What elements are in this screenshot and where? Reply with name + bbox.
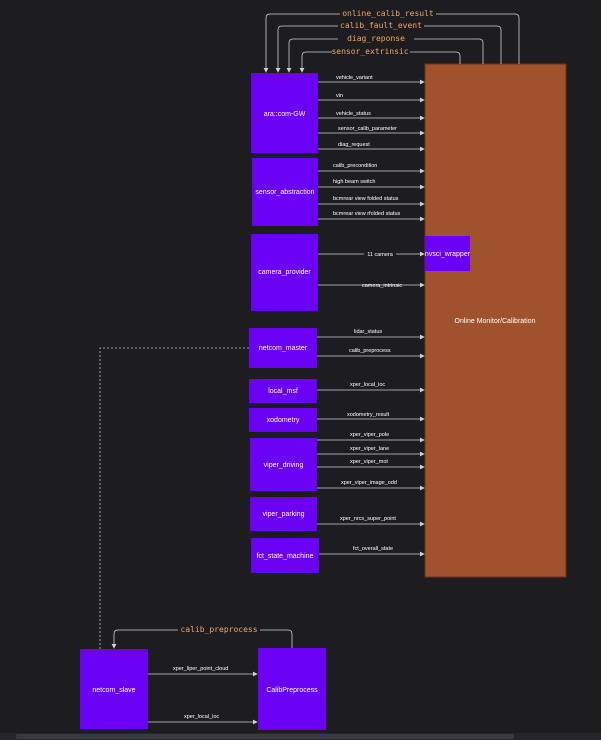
sensor-abstraction-box[interactable]	[252, 158, 318, 226]
netcom-slave-box[interactable]	[80, 649, 148, 729]
sensor-abstraction-label: sensor_abstraction	[255, 189, 314, 196]
label-sensor-extrinsic: sensor_extrinsic	[331, 47, 408, 56]
edge-netcom-master-slave-dashed	[99, 347, 249, 649]
camera-provider-label: camera_provider	[258, 269, 311, 276]
calib-preprocess-box[interactable]	[258, 648, 326, 730]
label-fct-overall-state: fct_overall_state	[353, 546, 393, 552]
label-diag-reponse: diag_reponse	[347, 34, 405, 43]
label-diag-request: diag_request	[338, 142, 370, 148]
label-lidar-status: lidar_status	[354, 329, 382, 335]
scrollbar-thumb[interactable]	[16, 734, 514, 739]
label-bcmrear-view-folded: bcmrear view folded status	[333, 196, 399, 202]
nvsci-wrapper-label: nvsci_wrapper	[425, 251, 471, 258]
feedback-labels: online_calib_result calib_fault_event di…	[331, 9, 436, 57]
label-calib-fault-event: calib_fault_event	[340, 21, 422, 30]
label-calib-preprocess-loop: calib_preprocess	[180, 625, 257, 634]
label-xper-viper-pole: xper_viper_pole	[350, 432, 389, 438]
label-high-beam-switch: high beam switch	[333, 179, 376, 185]
local-msf-box[interactable]	[249, 379, 317, 403]
camera-provider-box[interactable]	[251, 234, 318, 311]
xodometry-box[interactable]	[249, 408, 317, 432]
fct-state-machine-label: fct_state_machine	[257, 553, 314, 560]
label-xper-viper-mot: xper_viper_mot	[350, 459, 388, 465]
viper-driving-label: viper_driving	[264, 462, 304, 469]
label-vin: vin	[336, 93, 343, 99]
netcom-master-label: netcom_master	[259, 345, 308, 352]
xodometry-label: xodometry	[267, 417, 300, 424]
nvsci-wrapper-box[interactable]	[425, 236, 470, 271]
online-monitor-calibration-box[interactable]	[424, 63, 567, 578]
label-xper-viper-image-odd: xper_viper_image_odd	[341, 480, 397, 486]
label-xodometry-result: xodometry_result	[347, 412, 390, 418]
online-monitor-label: Online Monitor/Calibration	[455, 318, 536, 325]
fct-state-machine-box[interactable]	[251, 538, 319, 573]
calib-preprocess-node-label: CalibPreprocess	[266, 687, 318, 694]
label-vehicle-variant: vehicle_variant	[336, 75, 373, 81]
label-xper-local-loc: xper_local_loc	[350, 382, 385, 388]
netcom-slave-label: netcom_slave	[92, 687, 135, 694]
module-boxes: ara::com-GW sensor_abstraction camera_pr…	[80, 73, 326, 730]
viper-parking-box[interactable]	[250, 497, 317, 531]
label-online-calib-result: online_calib_result	[342, 9, 434, 18]
netcom-master-box[interactable]	[249, 328, 317, 368]
label-calib-precondition: calib_precondition	[333, 163, 377, 169]
label-calib-preprocess: calib_preprocess	[349, 348, 391, 354]
label-xper-local-loc-2: xper_local_loc	[184, 714, 219, 720]
label-bcmrear-view-rfolded: bcmrear view rfolded status	[333, 211, 400, 217]
forward-edges	[111, 79, 425, 725]
label-xper-nrcs-super-point: xper_nrcs_super_point	[340, 516, 396, 522]
label-camera-intrinsic: camera_intrinsic	[362, 283, 402, 289]
viper-driving-box[interactable]	[250, 438, 317, 491]
label-sensor-calib-parameter: sensor_calib_parameter	[338, 126, 397, 132]
local-msf-label: local_msf	[268, 388, 298, 395]
label-11-camera: 11 camera	[367, 252, 394, 258]
ara-com-gw-box[interactable]	[251, 73, 318, 153]
edge-labels: vehicle_variant vin vehicle_status senso…	[173, 75, 402, 720]
ara-com-gw-label: ara::com-GW	[264, 111, 306, 118]
viper-parking-label: viper_parking	[262, 511, 304, 518]
label-vehicle-status: vehicle_status	[336, 111, 371, 117]
label-xper-viper-lane: xper_viper_lane	[350, 446, 389, 452]
label-xper-liper-point-cloud: xper_liper_point_cloud	[173, 666, 228, 672]
